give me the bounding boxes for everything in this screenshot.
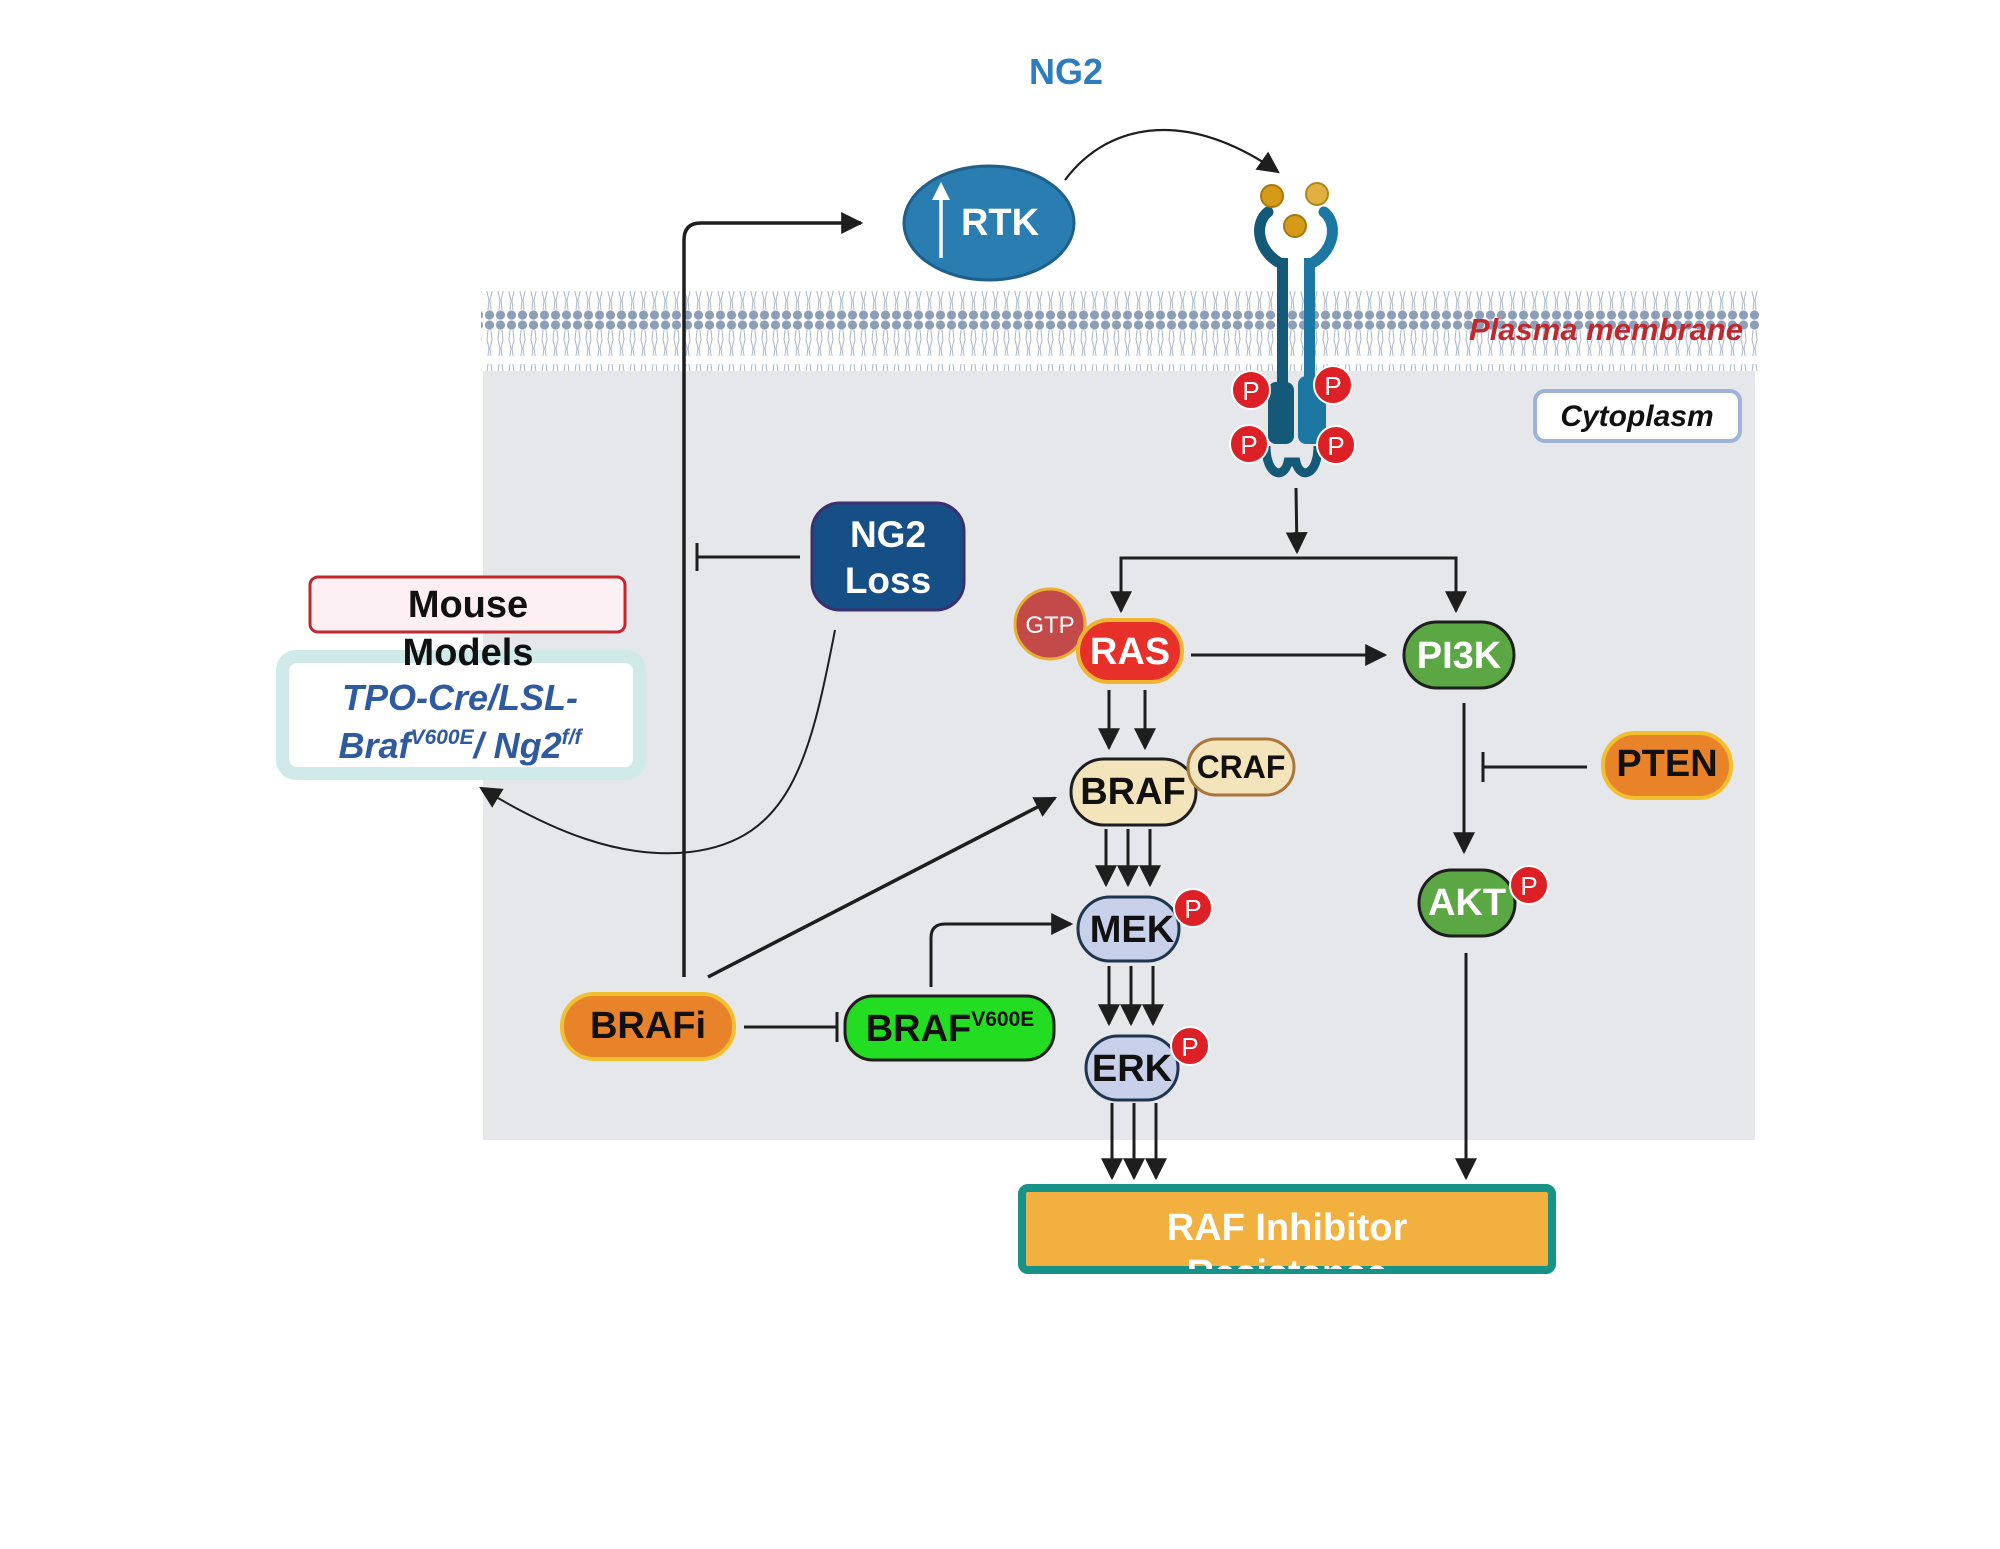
svg-text:PTEN: PTEN bbox=[1616, 743, 1717, 785]
svg-text:GTP: GTP bbox=[1025, 612, 1074, 639]
phospho-badge: P bbox=[1229, 424, 1269, 464]
phospho-badge: P bbox=[1509, 865, 1549, 905]
cytoplasm-label: Cytoplasm bbox=[1560, 400, 1713, 433]
svg-text:P: P bbox=[1184, 894, 1201, 924]
akt-node: AKT bbox=[1417, 868, 1517, 938]
svg-text:BRAF: BRAF bbox=[1080, 771, 1186, 813]
arrow-receptor-down bbox=[1285, 487, 1308, 555]
pi3k-node: PI3K bbox=[1402, 620, 1516, 690]
rtk-label: RTK bbox=[961, 202, 1040, 244]
arrow-braf-v600e-to-mek bbox=[929, 913, 1074, 987]
svg-text:CRAF: CRAF bbox=[1197, 749, 1286, 785]
plasma-membrane bbox=[481, 291, 1759, 371]
mouse-models-box: Mouse Models TPO-Cre/LSL- BrafV600E/ Ng2… bbox=[276, 575, 646, 780]
phospho-badge: P bbox=[1313, 365, 1353, 405]
svg-text:P: P bbox=[1242, 376, 1259, 406]
inhibit-brafi-braf-v600e bbox=[744, 1012, 839, 1042]
ligand-dots bbox=[1260, 182, 1329, 238]
cytoplasm-label-box bbox=[1533, 389, 1742, 443]
phospho-badge: P bbox=[1173, 888, 1213, 928]
mouse-models-header: Mouse bbox=[408, 584, 528, 626]
svg-text:Models: Models bbox=[403, 632, 534, 674]
craf-node: CRAF bbox=[1186, 737, 1296, 797]
svg-text:PI3K: PI3K bbox=[1417, 635, 1502, 677]
brafi-node: BRAFi bbox=[560, 992, 736, 1061]
arrow-ng2-loss-to-models bbox=[479, 629, 836, 855]
mouse-model-genotype: TPO-Cre/LSL- bbox=[342, 677, 578, 718]
arrow-brafi-to-rtk bbox=[682, 212, 864, 977]
erk-node: ERK bbox=[1084, 1034, 1180, 1102]
svg-text:P: P bbox=[1520, 871, 1537, 901]
svg-text:P: P bbox=[1181, 1032, 1198, 1062]
arrow-split-to-ras bbox=[1110, 556, 1297, 614]
svg-text:BRAFV600E: BRAFV600E bbox=[866, 1008, 1035, 1050]
inhibit-ng2-loss bbox=[695, 543, 800, 571]
svg-text:P: P bbox=[1240, 430, 1257, 460]
svg-text:Resistance: Resistance bbox=[1187, 1253, 1388, 1295]
ng2-loss-node: NG2 Loss bbox=[810, 501, 966, 612]
svg-text:MEK: MEK bbox=[1090, 909, 1175, 951]
svg-text:P: P bbox=[1324, 371, 1341, 401]
svg-text:NG2: NG2 bbox=[850, 514, 926, 555]
ras-node: RAS bbox=[1076, 618, 1184, 684]
rtk-receptor bbox=[1254, 206, 1338, 478]
arrow-brafi-to-braf bbox=[707, 796, 1057, 979]
phospho-badge: P bbox=[1231, 370, 1271, 410]
gtp-badge: GTP bbox=[1013, 587, 1087, 661]
svg-text:BRAFi: BRAFi bbox=[590, 1005, 706, 1047]
arrow-rtk-to-receptor bbox=[1064, 128, 1280, 181]
svg-text:AKT: AKT bbox=[1428, 882, 1506, 924]
rtk-node: RTK bbox=[902, 164, 1076, 282]
phospho-badge: P bbox=[1170, 1026, 1210, 1066]
mek-node: MEK bbox=[1076, 895, 1181, 963]
membrane-label: Plasma membrane bbox=[1469, 312, 1743, 347]
phospho-badge: P bbox=[1316, 425, 1356, 465]
title-ng2: NG2 bbox=[1029, 51, 1103, 92]
svg-text:RAF Inhibitor: RAF Inhibitor bbox=[1167, 1207, 1408, 1249]
svg-text:RAS: RAS bbox=[1090, 631, 1170, 673]
svg-text:P: P bbox=[1327, 431, 1344, 461]
arrow-split-to-pi3k bbox=[1297, 556, 1467, 614]
braf-node: BRAF bbox=[1069, 757, 1198, 827]
svg-text:Loss: Loss bbox=[845, 560, 931, 601]
braf-v600e-node: BRAFV600E bbox=[843, 994, 1056, 1062]
outcome-box: RAF Inhibitor Resistance bbox=[1018, 1184, 1556, 1295]
inhibit-pten-pi3k bbox=[1481, 752, 1587, 782]
pten-node: PTEN bbox=[1601, 731, 1733, 800]
svg-text:BrafV600E/ Ng2f/f: BrafV600E/ Ng2f/f bbox=[339, 725, 584, 766]
svg-text:ERK: ERK bbox=[1092, 1048, 1173, 1090]
